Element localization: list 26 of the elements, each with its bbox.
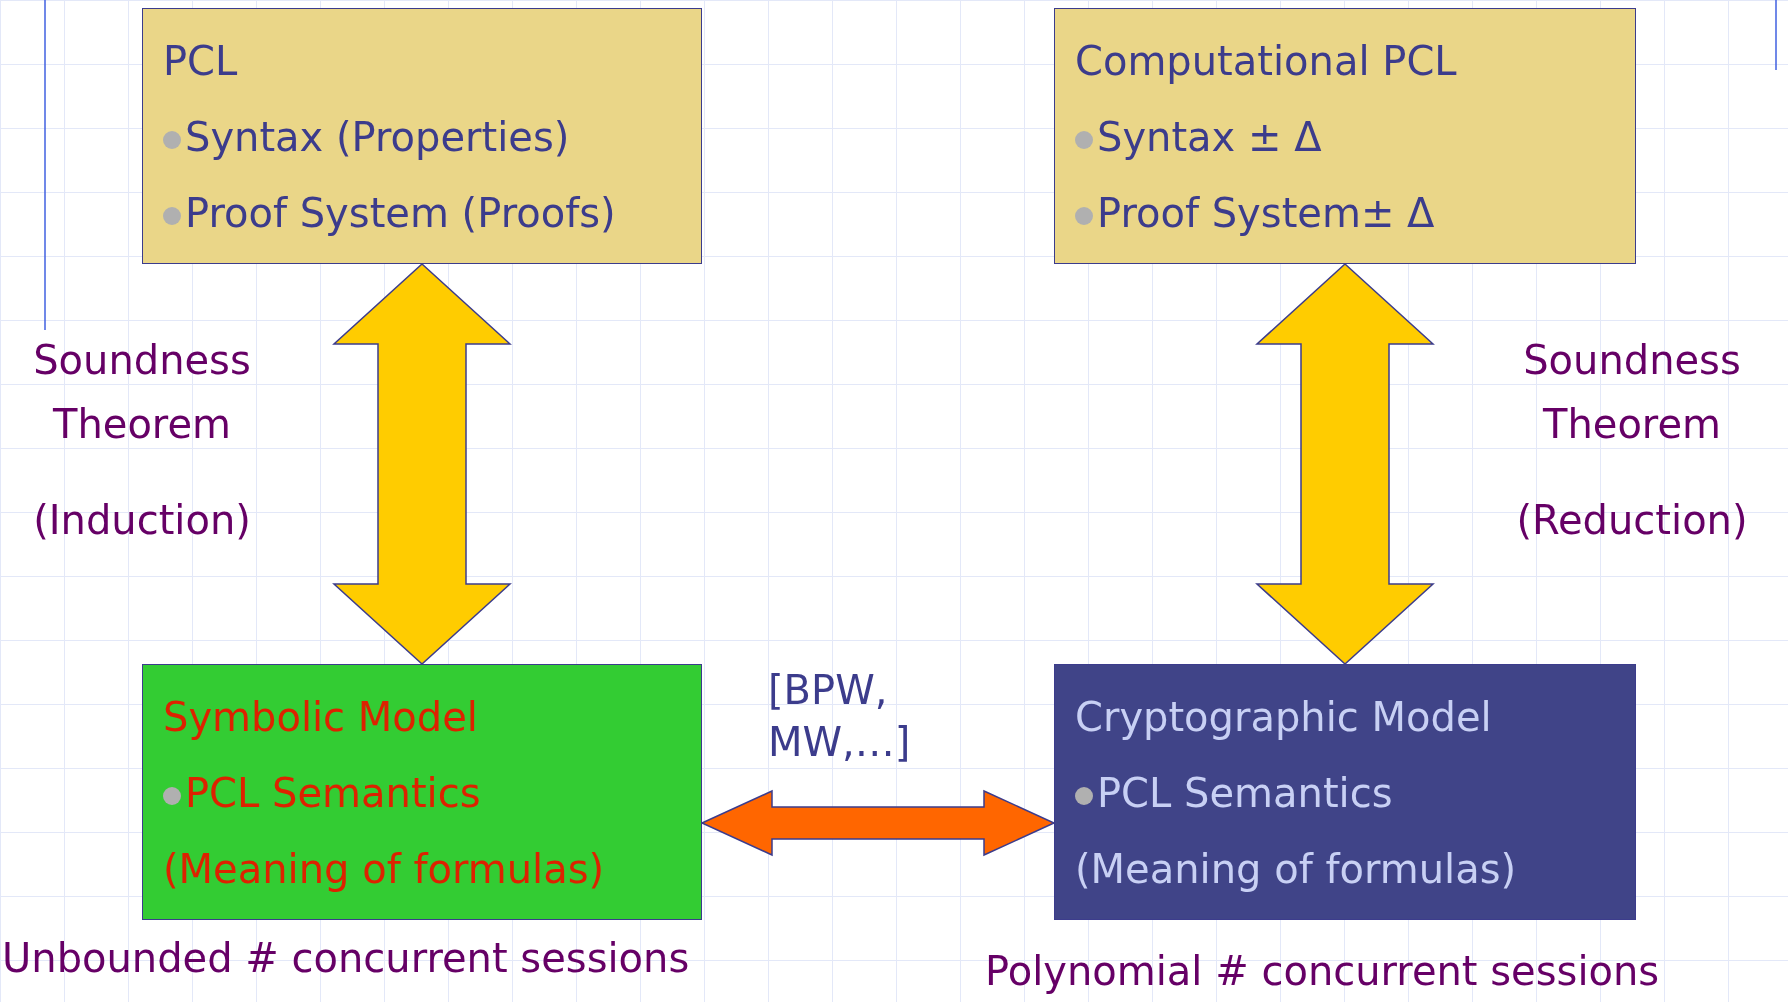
text-box: [1054, 664, 1636, 920]
box-title: Symbolic Model: [163, 694, 478, 740]
theorem-label: (Induction): [32, 496, 252, 545]
node-label: Unbounded # concurrent sessions: [2, 935, 690, 981]
box-text: Proof System± Δ: [1097, 190, 1435, 236]
box-text: Proof System (Proofs): [185, 190, 616, 236]
node-label: Polynomial # concurrent sessions: [985, 948, 1660, 994]
citation-label: [BPW, MW,…]: [768, 666, 912, 767]
double-block-arrow: [700, 789, 1056, 857]
box-text: Syntax (Properties): [185, 114, 570, 160]
text-box: [142, 8, 702, 264]
box-text: (Meaning of formulas): [1075, 846, 1517, 892]
theorem-label: Soundness Theorem: [1522, 336, 1742, 449]
double-block-arrow: [1255, 263, 1435, 665]
box-text: PCL Semantics: [1097, 770, 1393, 816]
box-text: PCL Semantics: [185, 770, 481, 816]
text-box: [142, 664, 702, 920]
theorem-label: Soundness Theorem: [32, 336, 252, 449]
theorem-label: (Reduction): [1515, 496, 1749, 545]
box-text: Syntax ± Δ: [1097, 114, 1322, 160]
box-title: Computational PCL: [1075, 38, 1457, 84]
box-text: (Meaning of formulas): [163, 846, 605, 892]
text-box: [1054, 8, 1636, 264]
box-title: Cryptographic Model: [1075, 694, 1492, 740]
box-title: PCL: [163, 38, 238, 84]
double-block-arrow: [332, 263, 512, 665]
